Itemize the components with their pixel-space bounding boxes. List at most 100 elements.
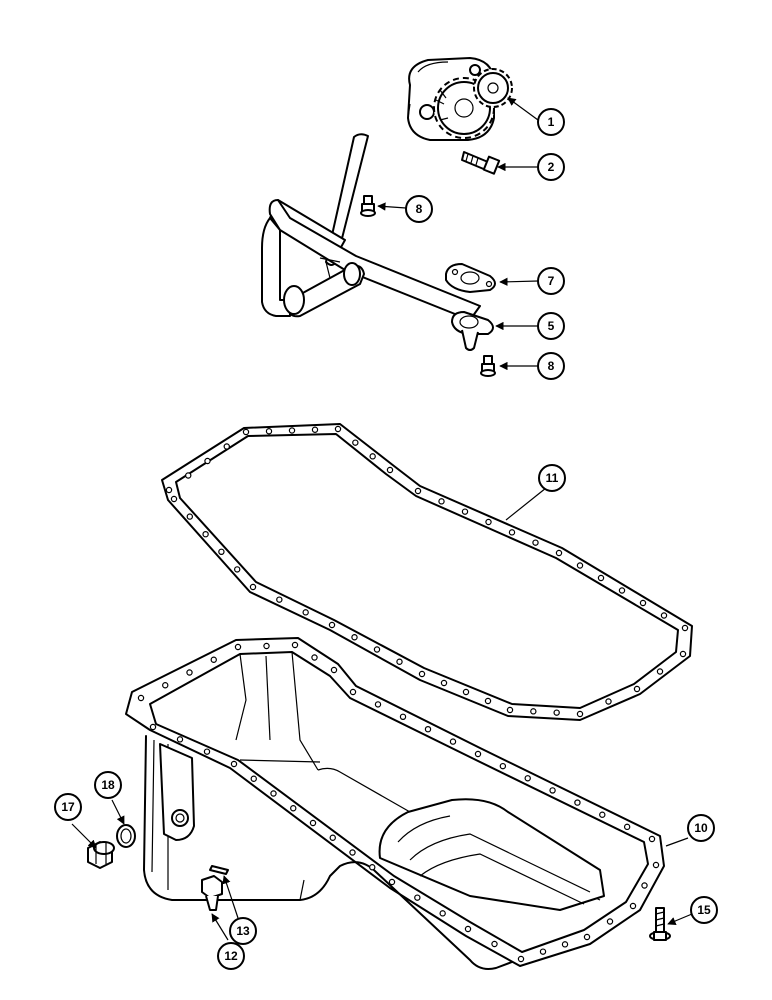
bolt-hole (202, 531, 209, 538)
bolt-upper (360, 195, 376, 217)
bolt-hole (583, 933, 591, 941)
callout-13-label: 13 (236, 924, 250, 938)
bolt-hole (165, 486, 173, 494)
bolt-hole (484, 697, 492, 705)
bolt-hole (461, 508, 469, 515)
bolt-hole (629, 902, 637, 910)
bolt-hole (399, 713, 407, 721)
bolt-hole (485, 518, 492, 526)
bolt-hole (597, 574, 605, 582)
bolt-hole (439, 910, 446, 917)
bolt-hole (623, 823, 631, 831)
bolt-hole (288, 427, 296, 434)
bolt (461, 151, 501, 175)
callout-7-label: 7 (548, 274, 555, 288)
callout-8-lower: 8 (537, 352, 565, 380)
bolt-hole (249, 583, 257, 591)
bolt-hole (349, 849, 356, 856)
bolt-hole (373, 646, 381, 653)
bolt-hole (491, 940, 498, 948)
callout-17-label: 17 (61, 800, 75, 814)
callout-18-label: 18 (101, 778, 115, 792)
oil-pickup-tube (261, 133, 481, 321)
bolt-hole (633, 685, 641, 693)
bolt-hole (302, 609, 309, 616)
bolt-hole (290, 805, 297, 812)
bolt-hole (576, 710, 584, 718)
callout-13: 13 (229, 917, 257, 945)
bolt-hole (186, 513, 193, 520)
callout-15: 15 (690, 896, 718, 924)
bolt-hole (203, 748, 211, 755)
bolt-hole (576, 562, 584, 569)
bolt-hole (524, 775, 531, 782)
bolt-hole (334, 425, 342, 433)
bolt-hole (532, 539, 539, 546)
bolt-hole (149, 723, 157, 731)
callout-12: 12 (217, 942, 245, 970)
bolt-hole (265, 428, 273, 435)
bolt-hole (449, 738, 457, 745)
oil-pan (125, 637, 665, 970)
bolt-hole (291, 641, 299, 649)
bolt-hole (462, 688, 470, 696)
callout-2: 2 (537, 153, 565, 181)
bolt-hole (606, 918, 614, 925)
bolt-lower (480, 355, 496, 377)
bolt-hole (185, 472, 192, 479)
callout-11-label: 11 (546, 471, 559, 485)
bolt-hole (351, 634, 358, 641)
callout-17: 17 (54, 793, 82, 821)
bolt-hole (539, 948, 547, 955)
bolt-hole (388, 878, 396, 886)
bolt-hole (309, 819, 317, 827)
callout-2-label: 2 (548, 160, 555, 174)
bolt-hole (349, 688, 357, 696)
bolt-hole (204, 457, 211, 465)
callout-7: 7 (537, 267, 565, 295)
bolt-hole (656, 668, 664, 675)
bolt-hole (352, 439, 359, 446)
bolt-hole (233, 566, 241, 573)
bolt-hole (464, 925, 472, 933)
bolt-hole (162, 682, 169, 689)
plug (201, 875, 223, 911)
bolt-hole (679, 650, 687, 658)
bolt-hole (270, 790, 277, 797)
bolt-hole (438, 498, 445, 505)
bolt-hole (474, 750, 482, 758)
bolt-hole (369, 453, 376, 460)
bolt-hole (639, 599, 647, 607)
callout-18: 18 (94, 771, 122, 799)
bolt-hole (234, 643, 242, 651)
bolt-hole (311, 426, 319, 433)
bolt-hole (230, 760, 238, 768)
bolt-hole (660, 612, 668, 619)
bolt-hole (263, 642, 270, 650)
bolt-hole (329, 834, 336, 841)
gasket (445, 263, 496, 293)
callout-1: 1 (537, 108, 565, 136)
pin (209, 865, 229, 875)
bolt-hole (330, 666, 338, 674)
bolt-hole (517, 955, 525, 963)
bolt-hole (424, 726, 432, 733)
callout-10: 10 (687, 814, 715, 842)
bolt-hole (681, 624, 689, 632)
bolt-hole (414, 487, 422, 495)
bolt-hole (599, 811, 606, 818)
bolt-hole (374, 701, 382, 708)
drain-plug (87, 841, 115, 869)
bolt-hole (506, 706, 514, 714)
bolt-hole (328, 621, 336, 629)
bolt-hole (137, 694, 145, 702)
bolt-hole (440, 679, 448, 687)
bolt-hole (396, 658, 403, 665)
bolt-hole (530, 708, 537, 715)
bolt-hole (561, 941, 569, 948)
leader-lines (71, 97, 693, 941)
bolt-hole (369, 864, 376, 871)
bolt-pan (649, 907, 671, 941)
oil-pump (407, 57, 513, 141)
callout-1-label: 1 (548, 115, 555, 129)
